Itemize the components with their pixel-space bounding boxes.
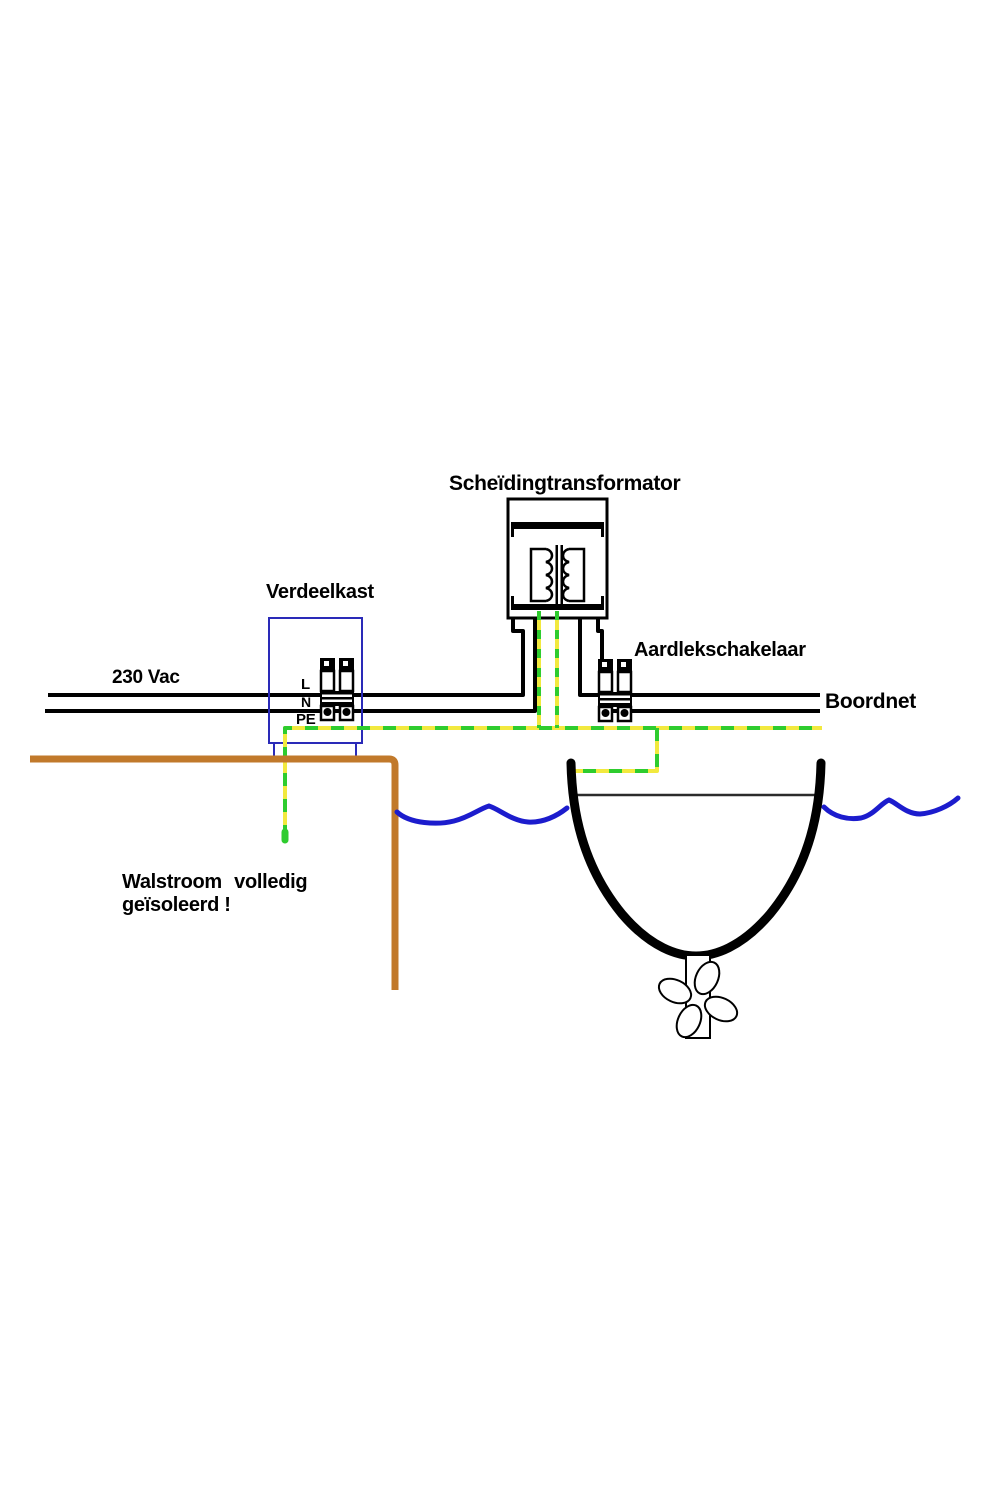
distribution-box-label: Verdeelkast bbox=[266, 581, 374, 603]
transformer-core bbox=[555, 545, 558, 605]
boat-hull bbox=[566, 758, 826, 961]
supply-wires bbox=[45, 618, 820, 713]
shore-voltage-label: 230 Vac bbox=[112, 667, 180, 688]
waterline-left bbox=[394, 803, 570, 826]
isolation-transformer-symbol bbox=[506, 497, 609, 620]
earth-conductor-label: PE bbox=[296, 711, 316, 728]
propeller-icon bbox=[657, 954, 739, 1039]
primary-coil bbox=[529, 547, 554, 603]
secondary-coil bbox=[561, 547, 586, 603]
distribution-box-outline bbox=[268, 617, 363, 757]
neutral-conductor-label: N bbox=[301, 694, 311, 710]
boat bbox=[566, 758, 826, 1039]
rcd-label: Aardlekschakelaar bbox=[634, 639, 806, 661]
waterline-right bbox=[821, 795, 961, 822]
isolation-note-line2: geïsoleerd ! bbox=[122, 894, 231, 916]
line-conductor-label: L bbox=[301, 676, 310, 693]
transformer-title-label: Scheïdingtransformator bbox=[449, 472, 681, 495]
quay-line bbox=[30, 755, 399, 990]
isolation-note-line1: Walstroom volledig bbox=[122, 871, 308, 893]
boat-earth-branch bbox=[572, 728, 659, 773]
boat-net-label: Boordnet bbox=[825, 690, 916, 713]
earth-wire bbox=[281, 611, 822, 844]
